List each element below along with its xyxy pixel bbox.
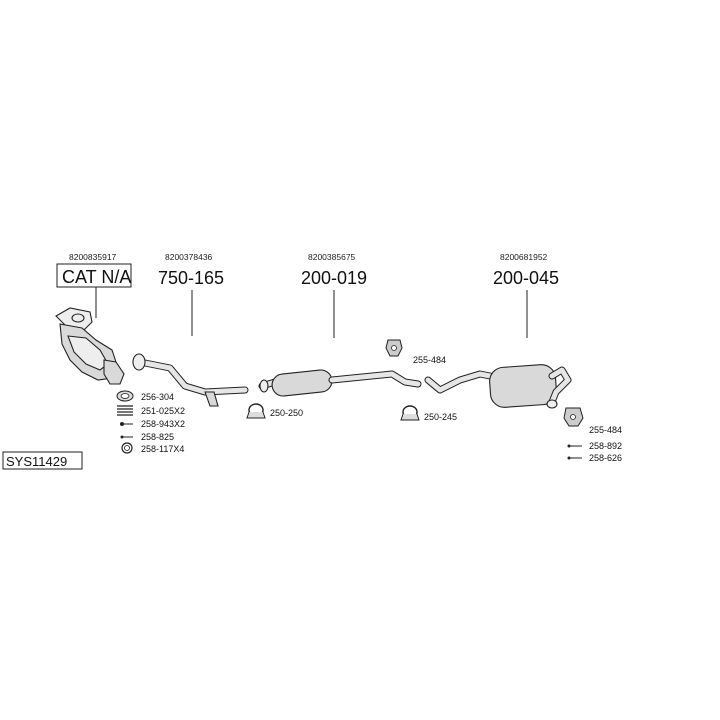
clamp-icon (246, 403, 266, 419)
accessory-screw-2-label: 258-892 (589, 441, 622, 451)
rubber-mount-icon (563, 407, 584, 427)
catalytic-converter-group: 8200835917 CAT N/A (55, 252, 132, 385)
ring-icon (121, 442, 133, 454)
middle-silencer-oem-number: 8200385675 (308, 252, 356, 262)
catalytic-part-box (56, 263, 132, 288)
rear-silencer-drawing (424, 364, 572, 409)
accessory-screw-1-label: 258-825 (141, 432, 174, 442)
middle-silencer-group: 8200385675 200-019 (258, 252, 422, 397)
accessory-mount-1-label: 255-484 (413, 355, 446, 365)
middle-silencer-part-number: 200-019 (301, 268, 367, 288)
accessories-left: 256-304 251-025X2 258-943X2 258-825 258-… (116, 390, 185, 454)
screw-icon (567, 456, 582, 460)
accessory-clamp-2-label: 250-245 (424, 412, 457, 422)
accessory-bolt-label: 258-943X2 (141, 419, 185, 429)
rubber-mount-icon (385, 339, 403, 357)
front-pipe-oem-number: 8200378436 (165, 252, 213, 262)
system-code-label: SYS11429 (6, 454, 67, 469)
front-pipe-drawing (132, 353, 249, 407)
catalytic-part-number: CAT N/A (62, 267, 131, 287)
rear-silencer-oem-number: 8200681952 (500, 252, 548, 262)
rear-silencer-part-number: 200-045 (493, 268, 559, 288)
front-pipe-part-number: 750-165 (158, 268, 224, 288)
screw-icon (120, 435, 133, 439)
bolt-icon (120, 422, 133, 426)
screw-icon (567, 444, 582, 448)
accessory-ring-1-label: 258-117X4 (141, 444, 184, 454)
accessory-screw-3-label: 258-626 (589, 453, 622, 463)
accessory-gasket-1-label: 256-304 (141, 392, 174, 402)
catalytic-oem-number: 8200835917 (69, 252, 117, 262)
accessory-spring-label: 251-025X2 (141, 406, 185, 416)
gasket-icon (116, 390, 134, 402)
clamp-icon (400, 405, 420, 421)
accessory-clamp-1-label: 250-250 (270, 408, 303, 418)
accessory-mount-2-label: 255-484 (589, 425, 622, 435)
catalytic-converter-drawing (55, 307, 125, 385)
system-code-box (2, 451, 83, 470)
front-pipe-group: 8200378436 750-165 (132, 252, 249, 407)
rear-silencer-group: 8200681952 200-045 (424, 252, 572, 409)
middle-silencer-drawing (258, 369, 422, 397)
spring-icon (117, 405, 133, 416)
